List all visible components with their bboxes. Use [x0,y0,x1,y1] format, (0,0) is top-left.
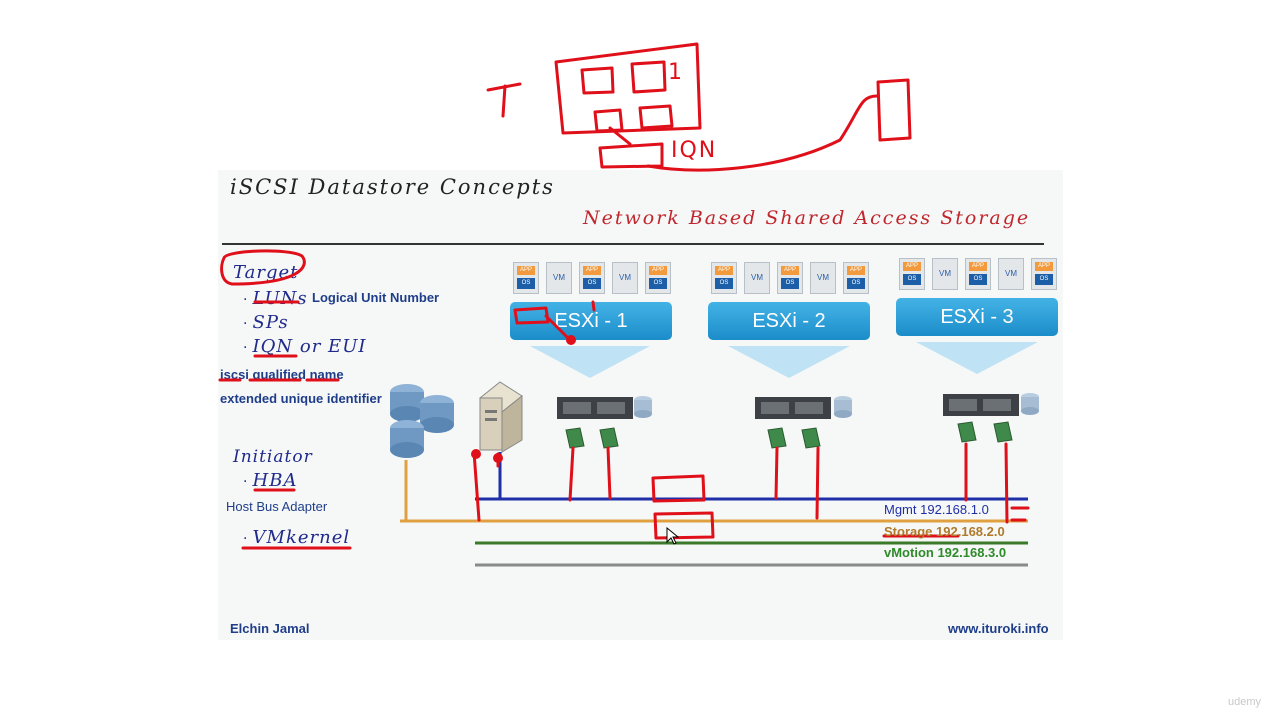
udemy-watermark: udemy [1228,696,1262,708]
host1-server-icon [557,396,652,419]
target-item-sps: · SPs [243,312,289,333]
lun-note: Logical Unit Number [312,290,440,305]
hba-note: Host Bus Adapter [226,499,328,514]
author-name: Elchin Jamal [230,621,310,636]
mgmt-network-label: Mgmt 192.168.1.0 [884,502,989,517]
title-divider [222,243,1044,245]
slide-title: iSCSI Datastore Concepts [230,175,555,199]
iqn-note: iscsi qualified name [220,367,344,382]
vm-tile: VM [998,258,1024,290]
vm-tile: VM [932,258,958,290]
storage-array-icon [390,384,454,458]
ink-one-label: 1 [668,60,682,85]
host2-server-icon [755,396,852,419]
vm-tile: VM [744,262,770,294]
vm-tile: VM [810,262,836,294]
esxi-host-2: ESXi - 2 [708,302,870,340]
slide-subtitle: Network Based Shared Access Storage [583,207,1031,229]
target-item-iqn: · IQN or EUI [243,336,367,357]
vmotion-network-label: vMotion 192.168.3.0 [884,545,1007,560]
initiator-heading: Initiator [233,447,313,467]
target-item-luns: · LUNs [243,288,308,309]
host1-funnel [530,346,650,378]
esxi-host-3: ESXi - 3 [896,298,1058,336]
initiator-item-vmkernel: · VMkernel [243,527,351,548]
ink-dots [471,335,576,463]
initiator-item-hba: · HBA [243,470,298,491]
mouse-cursor-icon [666,527,680,545]
host2-funnel [728,346,850,378]
ink-iqn-label: IQN [671,138,718,163]
nic-cards [565,421,1013,449]
website-link: www.ituroki.info [948,621,1049,636]
ink-annotations [218,42,1030,550]
eui-note: extended unique identifier [220,391,382,406]
vm-tile: VM [546,262,572,294]
host3-server-icon [943,393,1039,416]
storage-network-label: Storage 192.168.2.0 [884,524,1005,539]
host3-funnel [916,342,1038,374]
iscsi-target-server-icon [479,381,523,453]
vm-tile: VM [612,262,638,294]
